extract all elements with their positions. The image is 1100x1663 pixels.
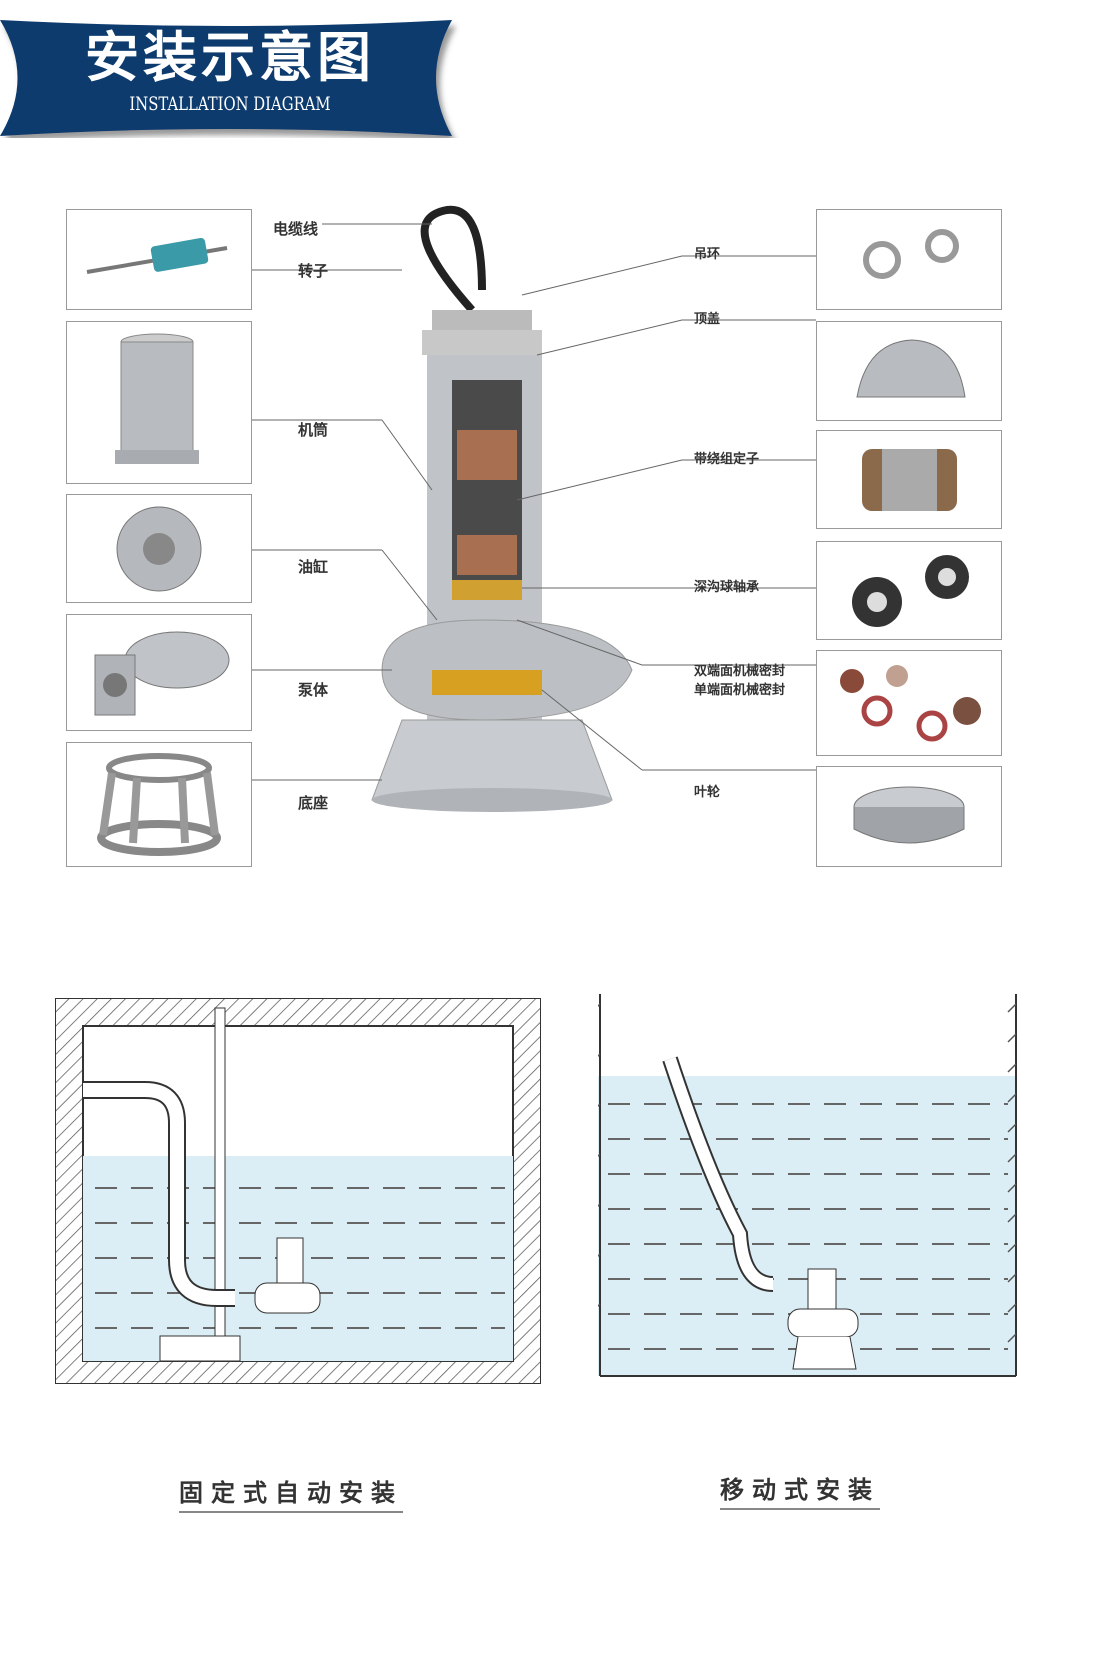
label-bearing: 深沟球轴承 (694, 580, 760, 595)
lifting-ring-image (863, 229, 959, 279)
fixed-installation-diagram (55, 998, 541, 1384)
rotor-image-box (66, 209, 252, 310)
portable-installation-diagram (598, 994, 1017, 1377)
impeller-image (853, 786, 965, 844)
stator-image (862, 449, 957, 511)
label-casing: 机筒 (298, 421, 329, 439)
ball-bearing-image (852, 555, 969, 627)
pump-body-image (94, 631, 230, 716)
impeller-image-box (816, 766, 1002, 867)
label-oil-chamber: 油缸 (298, 558, 329, 576)
label-lifting-ring: 吊环 (694, 247, 721, 262)
oil-chamber-image (116, 506, 202, 592)
banner-title: 安装示意图 (85, 26, 375, 89)
pump-cutaway-illustration (252, 205, 816, 812)
label-top-cover: 顶盖 (694, 312, 721, 327)
label-impeller: 叶轮 (694, 785, 721, 800)
mechanical-seal-image-box (816, 650, 1002, 756)
label-cable: 电缆线 (273, 220, 319, 238)
oil-chamber-image-box (66, 494, 252, 603)
ball-bearing-image-box (816, 541, 1002, 640)
stator-image-box (816, 430, 1002, 529)
banner-subtitle: INSTALLATION DIAGRAM (129, 93, 331, 115)
lifting-ring-image-box (816, 209, 1002, 310)
label-double-seal: 双端面机械密封 (694, 664, 786, 679)
motor-casing-image (115, 333, 199, 464)
label-stator: 带绕组定子 (694, 452, 760, 467)
label-pump-body: 泵体 (298, 681, 329, 699)
banner-ribbon (0, 20, 452, 136)
mechanical-seal-image (840, 665, 981, 742)
label-base: 底座 (298, 794, 329, 812)
base-image (97, 753, 221, 856)
caption-portable-installation: 移动式安装 (720, 1475, 880, 1510)
motor-casing-image-box (66, 321, 252, 484)
label-rotor: 转子 (298, 262, 329, 280)
rotor-image (86, 237, 228, 274)
top-cover-image-box (816, 321, 1002, 421)
label-single-seal: 单端面机械密封 (694, 683, 786, 698)
caption-fixed-installation: 固定式自动安装 (179, 1478, 403, 1513)
top-cover-image (856, 339, 966, 398)
base-image-box (66, 742, 252, 867)
pump-body-image-box (66, 614, 252, 731)
